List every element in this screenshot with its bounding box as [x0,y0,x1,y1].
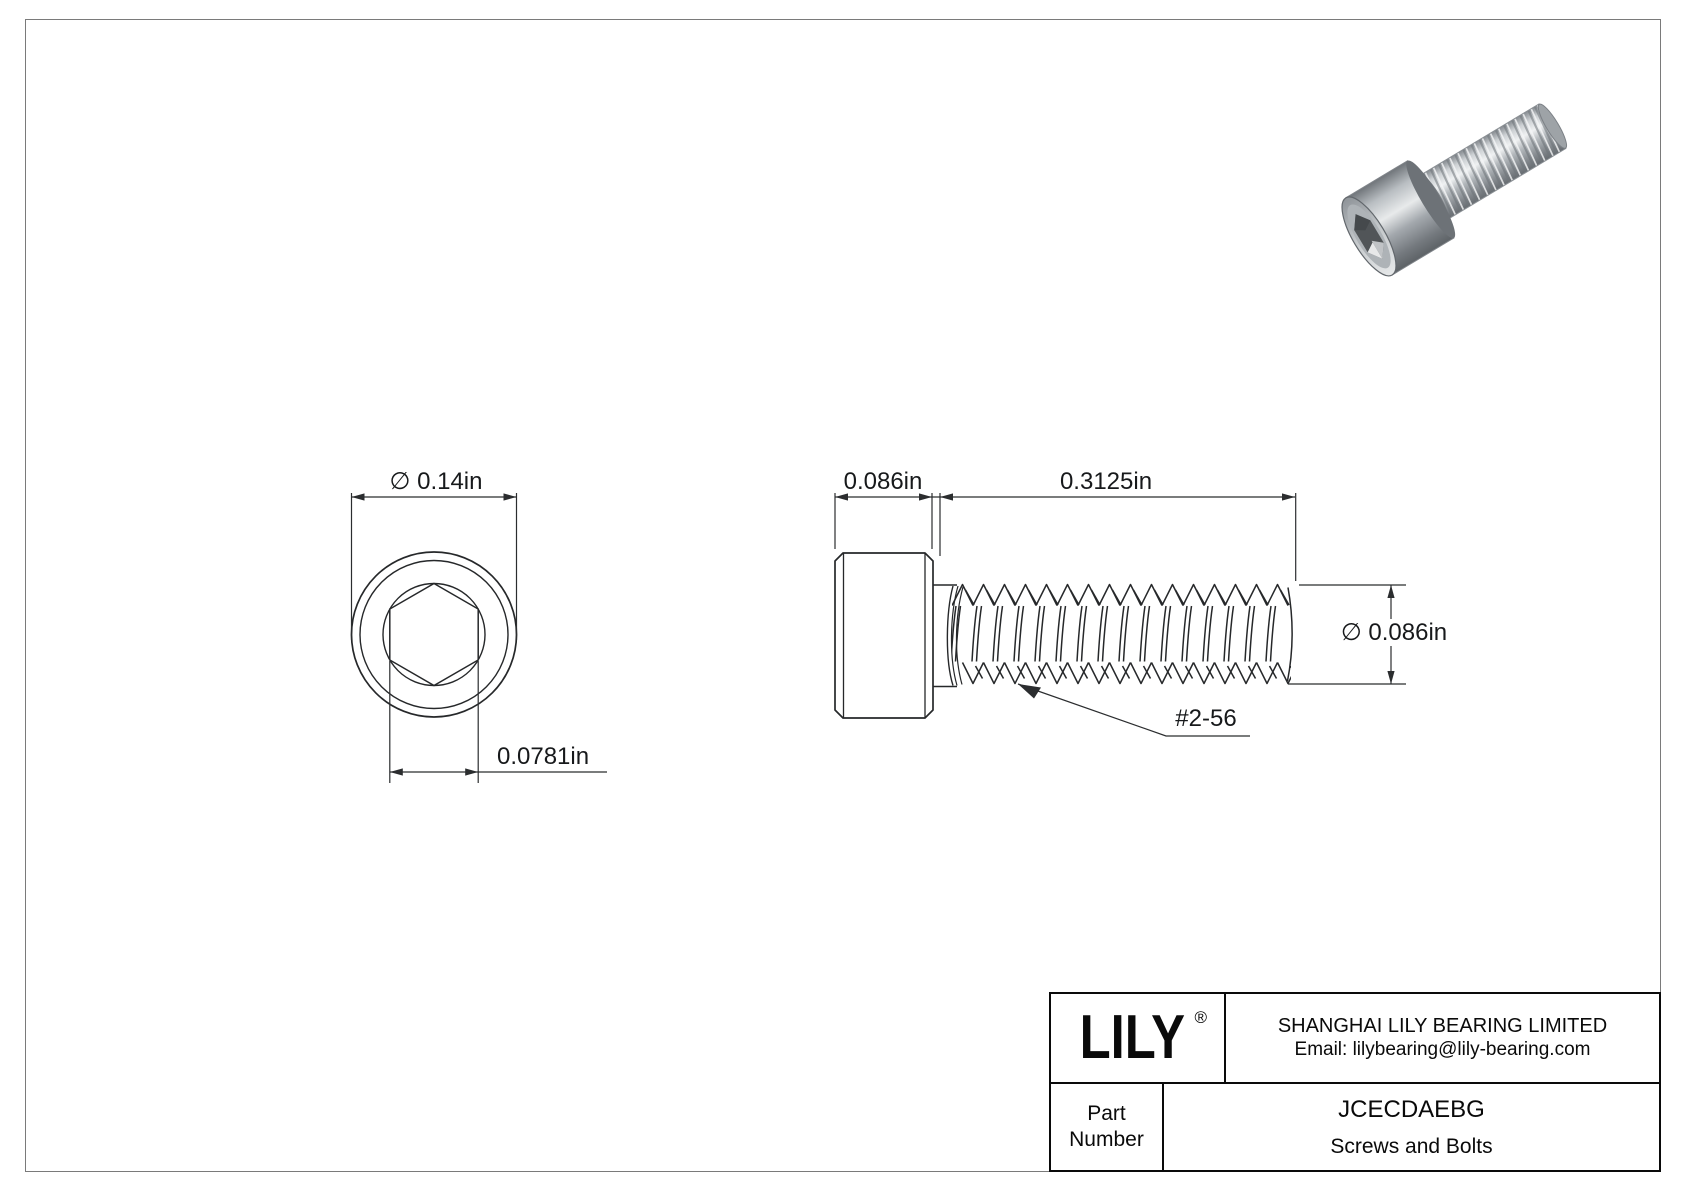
dimension-lines-front [350,493,607,783]
drawing-frame [25,19,1661,1172]
part-number-value: JCECDAEBG [1338,1095,1485,1123]
dimension-thread-length: 0.3125in [1059,468,1153,495]
hex-socket-front-view [389,582,479,687]
company-name: SHANGHAI LILY BEARING LIMITED [1277,1015,1608,1037]
company-logo: LILY ® [1051,994,1226,1082]
dimension-arrows-side [835,493,1395,699]
side-view [834,552,1293,719]
front-view [350,551,518,718]
dimension-head-diameter: ∅ 0.14in [389,468,483,495]
company-email: Email: lilybearing@lily-bearing.com [1294,1039,1591,1060]
title-block: LILY ® SHANGHAI LILY BEARING LIMITED Ema… [1049,992,1661,1172]
dimension-lines-side [834,493,1406,737]
registered-trademark-icon: ® [1194,1008,1208,1027]
dimension-arrows-front [351,493,517,776]
dimension-socket-width: 0.0781in [497,743,590,770]
thread-profile [952,583,1291,685]
thread-size-callout: #2-56 [1175,705,1237,732]
part-category: Screws and Bolts [1330,1134,1493,1158]
logo-text: LILY [1079,1003,1185,1072]
dimension-thread-diameter: ∅ 0.086in [1336,619,1452,646]
dimension-head-width: 0.086in [843,468,923,495]
part-number-label: Part Number [1069,1102,1144,1151]
screw-3d-render [1341,103,1568,277]
